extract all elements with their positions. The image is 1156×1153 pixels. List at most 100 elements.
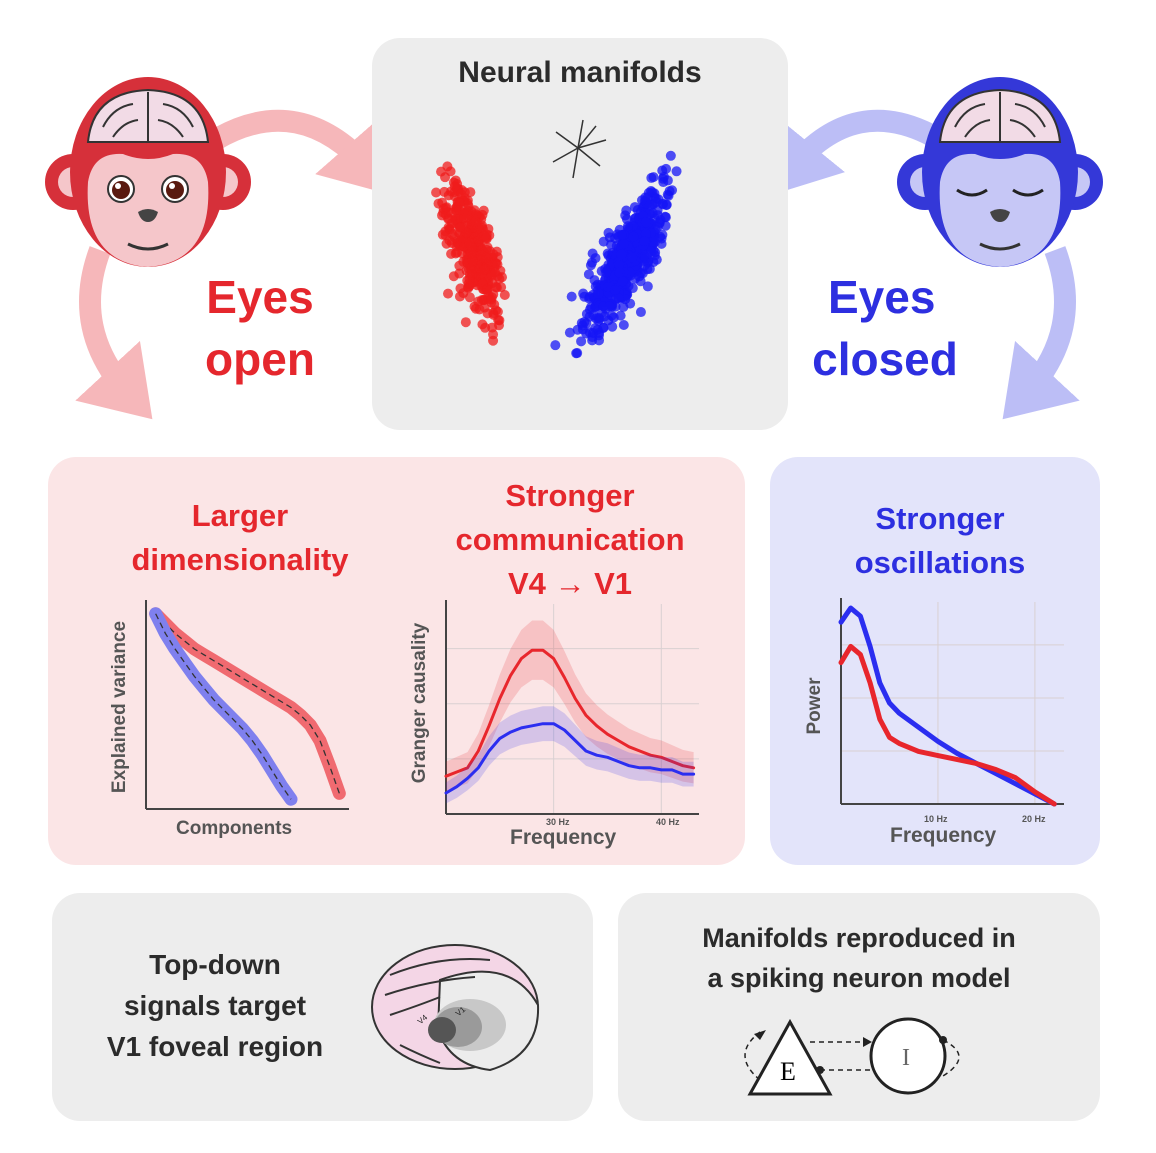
- scatter-point-open: [464, 292, 475, 303]
- eyes-closed-line1: Eyes: [828, 271, 936, 323]
- granger-chart: [444, 600, 699, 815]
- granger-xtick: 30 Hz: [546, 817, 570, 827]
- scatter-point-closed: [598, 322, 609, 333]
- power-xtick: 20 Hz: [1022, 814, 1046, 824]
- scatter-point-closed: [587, 335, 598, 346]
- scatter-point-open: [465, 187, 476, 198]
- scatter-point-closed: [583, 269, 594, 280]
- scatter-point-closed: [598, 236, 609, 247]
- scatter-point-open: [469, 301, 480, 312]
- inhibitory-node: [869, 1017, 947, 1095]
- scatter-point-closed: [607, 321, 618, 332]
- scatter-point-open: [496, 282, 507, 293]
- scatter-point-closed: [572, 324, 583, 335]
- scatter-point-closed: [566, 291, 577, 302]
- monkey-eyes-open: [45, 77, 251, 267]
- confidence-band: [446, 706, 694, 804]
- power-xtick: 10 Hz: [924, 814, 948, 824]
- scatter-point-open: [443, 288, 454, 299]
- scatter-point-closed: [571, 348, 582, 359]
- scatter-point-closed: [639, 260, 650, 271]
- scatter-point-closed: [564, 327, 575, 338]
- scatter-point-closed: [662, 175, 673, 186]
- scatter-point-open: [455, 283, 466, 294]
- scatter-point-open: [460, 317, 471, 328]
- scatter-point-open: [481, 252, 492, 263]
- arrow-closed-to-panel: [1002, 246, 1080, 420]
- scatter-point-closed: [616, 229, 627, 240]
- oscillations-line2: oscillations: [854, 545, 1026, 580]
- power-xlabel: Frequency: [890, 824, 997, 847]
- scatter-point-closed: [635, 307, 646, 318]
- spiking-line2: a spiking neuron model: [707, 963, 1011, 993]
- scatter-point-open: [454, 260, 465, 271]
- scatter-point-open: [487, 322, 498, 333]
- scatter-point-closed: [576, 336, 587, 347]
- eyes-open-results-panel: [48, 457, 745, 865]
- scatter-point-open: [476, 268, 487, 279]
- scatter-point-open: [464, 238, 475, 249]
- scatter-point-closed: [593, 312, 604, 323]
- scatter-point-closed: [614, 259, 625, 270]
- eyes-closed-line2: closed: [812, 333, 958, 385]
- scatter-point-open: [436, 166, 447, 177]
- scatter-point-open: [454, 291, 465, 302]
- series-line-eyes-open: [838, 643, 1057, 807]
- dimensionality-xlabel: Components: [176, 818, 293, 839]
- top-down-line2: signals target: [123, 990, 307, 1021]
- node-i-label: I: [902, 1045, 910, 1071]
- scatter-point-open: [455, 222, 466, 233]
- scatter-point-closed: [665, 150, 676, 161]
- oscillations-line1: Stronger: [875, 501, 1005, 536]
- scatter-point-closed: [587, 248, 598, 259]
- scatter-point-closed: [634, 271, 645, 282]
- scatter-point-closed: [639, 236, 650, 247]
- scatter-point-open: [456, 189, 467, 200]
- scatter-point-closed: [618, 238, 629, 249]
- arrow-open-to-manifold: [209, 109, 392, 195]
- granger-xlabel: Frequency: [510, 826, 617, 849]
- dimensionality-ylabel: Explained variance: [109, 620, 130, 794]
- dimensionality-chart: [145, 600, 349, 810]
- node-e-label: E: [780, 1057, 796, 1086]
- scatter-point-open: [499, 290, 510, 301]
- scatter-point-closed: [629, 202, 640, 213]
- scatter-point-open: [466, 248, 477, 259]
- arrow-open-to-panel: [75, 246, 153, 420]
- scatter-point-open: [455, 198, 466, 209]
- power-ylabel: Power: [804, 677, 825, 735]
- eyes-open-line2: open: [205, 333, 315, 385]
- scatter-point-closed: [628, 231, 639, 242]
- scatter-point-closed: [646, 246, 657, 257]
- dimensionality-title: Larger dimensionality: [110, 494, 370, 582]
- spiking-model-panel: [618, 893, 1100, 1121]
- top-down-text: Top-down signals target V1 foveal region: [80, 944, 350, 1067]
- top-down-line3: V1 foveal region: [106, 1031, 324, 1062]
- communication-line1: Stronger: [505, 478, 635, 513]
- arrow-closed-to-manifold: [769, 109, 946, 196]
- series-line-eyes-closed: [444, 722, 696, 795]
- scatter-point-open: [482, 242, 493, 253]
- scatter-point-open: [431, 187, 442, 198]
- scatter-point-closed: [613, 293, 624, 304]
- scatter-point-closed: [642, 281, 653, 292]
- scatter-point-open: [444, 235, 455, 246]
- neural-manifolds-title: Neural manifolds: [458, 56, 702, 89]
- communication-line3: V4 → V1: [507, 566, 633, 601]
- monkey-eyes-closed: [897, 77, 1103, 267]
- scatter-point-closed: [550, 340, 561, 351]
- scatter-point-open: [480, 322, 491, 333]
- scatter-point-closed: [601, 267, 612, 278]
- fit-line: [155, 613, 292, 800]
- top-down-line1: Top-down: [149, 949, 281, 980]
- scatter-point-open: [477, 279, 488, 290]
- scatter-point-closed: [640, 217, 651, 228]
- communication-line2: communication: [455, 522, 685, 557]
- scatter-point-closed: [643, 187, 654, 198]
- series-line-eyes-closed: [838, 605, 1057, 807]
- scatter-point-closed: [622, 221, 633, 232]
- eyes-open-line1: Eyes: [206, 271, 314, 323]
- scatter-point-closed: [579, 316, 590, 327]
- scatter-point-open: [488, 335, 499, 346]
